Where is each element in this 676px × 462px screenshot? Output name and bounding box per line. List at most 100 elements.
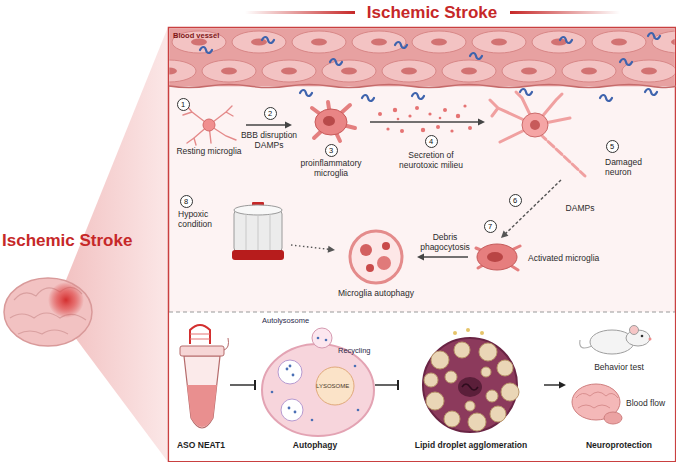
edge-label: BBB disruption DAMPs — [240, 130, 298, 150]
connector-line — [544, 384, 560, 385]
hypoxia-chamber-icon — [234, 205, 282, 215]
lipid-droplet-cell-icon — [431, 351, 449, 369]
dampmolecules — [645, 89, 657, 95]
brain-flow-icon — [572, 384, 622, 424]
hypoxia-chamber-icon — [232, 202, 284, 260]
illustrated-node: Autophagy — [255, 322, 375, 452]
neurotoxic-milieu-dots — [428, 112, 431, 115]
dampmolecules — [362, 95, 374, 101]
illustrated-node: proinflammatory microglia — [292, 100, 370, 180]
section-label: Ischemic Stroke — [2, 231, 132, 251]
hypoxia-chamber-icon — [234, 210, 282, 252]
connector — [375, 380, 398, 390]
autophagy-cell-icon — [317, 337, 320, 340]
aso-tube-icon — [190, 339, 210, 340]
edge-label: Debris phagocytosis — [418, 232, 472, 252]
neurotoxic-milieu-dots — [393, 108, 397, 112]
panel — [169, 312, 674, 461]
autophagy-cell-icon — [289, 365, 292, 368]
arrow-head — [328, 246, 335, 253]
node-caption: Resting microglia — [174, 146, 244, 156]
callout-number: 8 — [180, 195, 193, 208]
autophagy-microglia-icon — [366, 264, 374, 272]
aso-tube-icon — [184, 356, 220, 428]
lipid-droplet-cell-icon — [486, 390, 498, 402]
node-caption: Microglia autophagy — [337, 288, 415, 298]
node-caption: Activated microglia — [528, 253, 631, 263]
autophagy-cell-icon — [312, 328, 332, 348]
proinflammatory-microglia-icon — [323, 116, 335, 126]
callout-number: 2 — [264, 107, 277, 120]
arrow-head — [285, 122, 292, 129]
arrow-head — [417, 254, 424, 261]
autophagy-cell-icon — [271, 391, 274, 394]
node-caption: ASO NEAT1 — [172, 440, 230, 450]
neurotoxic-milieu-dots — [443, 108, 447, 112]
part-label: Recycling — [338, 346, 371, 355]
autophagy-cell-icon — [311, 419, 314, 422]
hypoxia-chamber-icon — [246, 214, 247, 250]
autophagy-microglia-icon — [350, 231, 402, 283]
autophagy-cell-icon — [286, 368, 289, 371]
dampmolecules — [560, 37, 572, 43]
brain-flow-icon — [604, 412, 622, 424]
brain-illustration — [18, 330, 68, 334]
illustrated-node: NeuroprotectionBehavior testBlood flow — [566, 318, 672, 452]
dampmolecules — [600, 95, 612, 101]
illustrated-node: Activated microglia — [468, 238, 633, 283]
title-bars — [245, 11, 355, 14]
dampmolecules — [470, 53, 482, 59]
node-caption: Autophagy — [257, 440, 373, 450]
node-caption: Neuroprotection — [568, 440, 670, 450]
illustrated-node: ASO NEAT1 — [172, 322, 230, 452]
node-caption: Behavior test — [570, 362, 668, 372]
dampmolecules — [648, 33, 660, 39]
hypoxia-chamber-icon — [270, 214, 271, 250]
proinflammatory-microglia-icon — [312, 102, 355, 141]
lipid-droplet-cell-icon — [426, 392, 444, 410]
activated-microglia-icon — [487, 252, 503, 262]
brain-flow-icon — [578, 405, 610, 408]
illustrated-node: Damaged neuron — [485, 95, 654, 180]
dampmolecules — [200, 33, 660, 101]
aso-tube-icon — [190, 334, 210, 335]
edge-label: Secretion of neurotoxic milieu — [392, 150, 470, 170]
connector — [544, 382, 566, 389]
autophagy-cell-icon — [292, 374, 295, 377]
brain-illustration — [48, 282, 84, 318]
activated-microglia-icon — [477, 244, 517, 270]
title-bars — [510, 11, 620, 14]
connector — [501, 180, 561, 238]
node-caption: Hypoxic condition — [178, 209, 224, 229]
autophagy-microglia-icon — [382, 242, 390, 250]
lipid-droplet-cell-icon — [501, 383, 519, 401]
arrow-head — [478, 119, 485, 126]
autophagy-cell-icon — [281, 399, 303, 421]
connector-line — [423, 256, 468, 257]
inhibition-head — [397, 380, 399, 390]
damaged-neuron-icon — [490, 92, 585, 176]
node-caption: proinflammatory microglia — [294, 158, 368, 178]
panel — [169, 28, 676, 462]
lipid-droplet-cell-icon — [462, 384, 478, 390]
neurotoxic-milieu-dots — [378, 104, 472, 133]
dampmolecules — [330, 59, 342, 65]
lipid-droplet-cell-icon — [497, 360, 513, 376]
activated-microglia-icon — [476, 244, 520, 270]
callout-number: 3 — [325, 144, 338, 157]
dampmolecules — [412, 93, 424, 99]
damaged-neuron-icon — [530, 120, 540, 130]
callout-number: 4 — [425, 135, 438, 148]
aso-tube-icon — [224, 338, 229, 350]
lipid-droplet-cell-icon — [444, 411, 460, 427]
node-caption: Damaged neuron — [605, 157, 652, 177]
autophagy-microglia-icon — [350, 231, 402, 283]
node-caption: Lipid droplet agglomeration — [400, 440, 542, 450]
autophagy-cell-icon — [278, 360, 302, 384]
neurotoxic-milieu-dots — [439, 117, 442, 120]
lipid-droplet-cell-icon — [423, 328, 519, 432]
callout-number: 1 — [177, 98, 190, 111]
connector — [370, 119, 485, 126]
lipid-droplet-cell-icon — [454, 342, 470, 358]
autophagy-cell-icon — [354, 365, 357, 368]
